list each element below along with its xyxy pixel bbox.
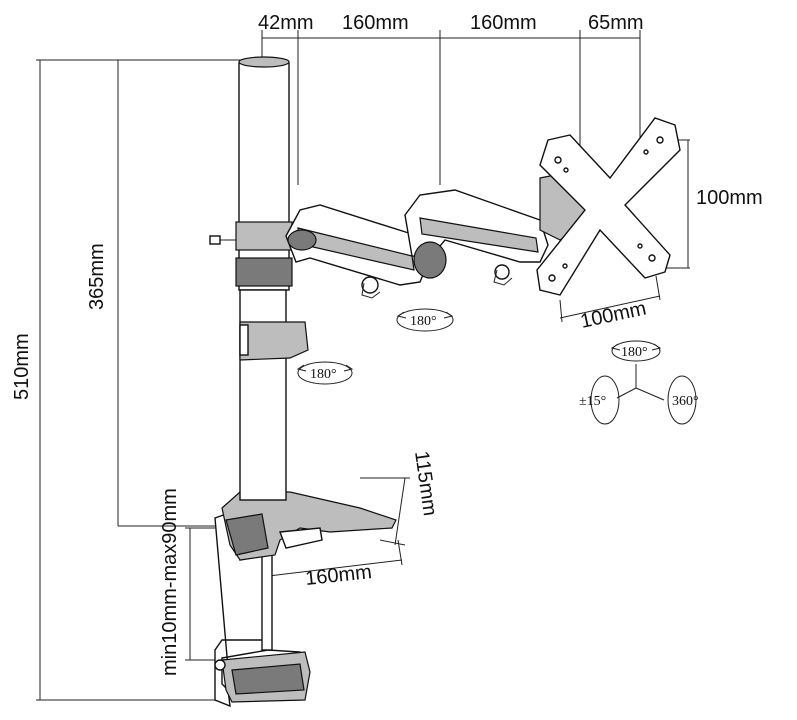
dimension-lines [36, 30, 690, 701]
dim-desk-thickness-label: min10mm-max90mm [159, 488, 181, 676]
pole-rotation-label: 180° [310, 367, 337, 382]
arm-segment-2 [404, 189, 549, 286]
dim-total-height-label: 510mm [11, 333, 33, 400]
dim-vesa-width-label: 100mm [578, 298, 648, 333]
pole [209, 56, 309, 501]
dim-42-label: 42mm [258, 12, 314, 34]
vesa-plate [536, 117, 681, 296]
rotation-badges [296, 308, 697, 425]
dim-365-label: 365mm [86, 243, 108, 310]
head-tilt-label: ±15° [579, 394, 606, 409]
head-rotate-label: 360° [672, 394, 699, 409]
dim-vesa-height-label: 100mm [696, 187, 763, 209]
dim-65-label: 65mm [588, 12, 644, 34]
dim-160a-label: 160mm [342, 12, 409, 34]
head-swivel-label: 180° [621, 345, 648, 360]
arm-rotation-label: 180° [410, 314, 437, 329]
dim-160b-label: 160mm [470, 12, 537, 34]
dim-base-width-label: 160mm [304, 561, 373, 590]
dim-base-depth-label: 115mm [410, 450, 441, 518]
arm-segment-1 [285, 204, 426, 299]
pole-base [221, 491, 397, 561]
